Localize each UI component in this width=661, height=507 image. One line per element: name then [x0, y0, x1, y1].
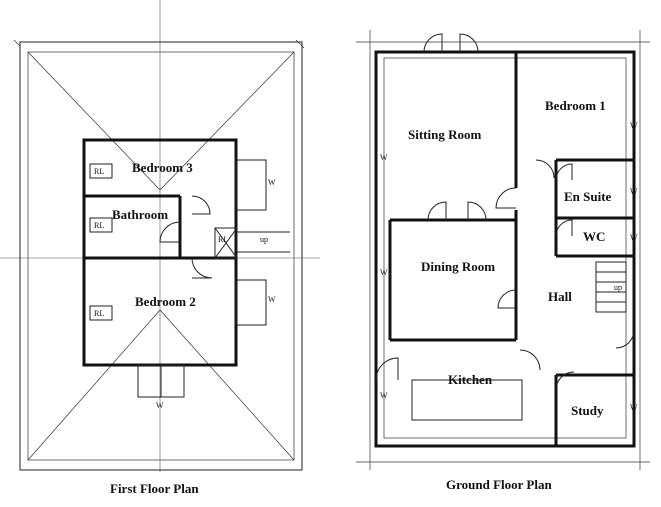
roof-corner-mark: [295, 39, 305, 49]
door-study: [555, 371, 575, 391]
window-label: W: [630, 121, 638, 130]
roof-outline: [19, 41, 303, 471]
ground-floor-inner-wall-line: [383, 57, 627, 439]
roof-inner-outline: [27, 51, 295, 461]
first-floor-caption: First Floor Plan: [110, 481, 199, 496]
window-label: W: [156, 401, 164, 410]
door-ensuite: [555, 163, 573, 181]
room-label-bathroom: Bathroom: [112, 207, 168, 222]
room-label-en-suite: En Suite: [564, 189, 612, 204]
door-wc: [555, 219, 573, 237]
kitchen-counter: [411, 379, 523, 421]
radiator-label-stair: RL: [218, 235, 228, 244]
room-label-bedroom1: Bedroom 1: [545, 98, 606, 113]
door-dining-room: [497, 289, 517, 309]
french-door-right: [459, 33, 479, 53]
double-door-right: [467, 201, 487, 221]
room-label-kitchen: Kitchen: [448, 372, 493, 387]
door-front: [615, 329, 635, 349]
stair-landing: [214, 227, 238, 259]
window-label: W: [380, 153, 388, 162]
window-label: W: [630, 187, 638, 196]
stair-up-label: up: [260, 235, 268, 244]
stairs: [595, 261, 627, 313]
ground-floor-caption: Ground Floor Plan: [446, 477, 552, 492]
radiator-label: RL: [94, 221, 104, 230]
door-swing-bedroom2: [191, 257, 213, 279]
french-door-left: [423, 33, 443, 53]
window-bay-bedroom3: [235, 159, 267, 211]
room-label-bedroom2: Bedroom 2: [135, 294, 196, 309]
roof-hip-line: [159, 309, 295, 461]
caption-background: [434, 468, 584, 498]
window-label: W: [380, 391, 388, 400]
radiator-bedroom3: [89, 163, 113, 179]
radiator-label: RL: [94, 309, 104, 318]
window-label: W: [268, 295, 276, 304]
double-door-left: [427, 201, 447, 221]
room-label-dining-room: Dining Room: [421, 259, 495, 274]
room-label-study: Study: [571, 403, 604, 418]
roof-hip-line: [159, 51, 295, 191]
room-label-sitting-room: Sitting Room: [408, 127, 481, 142]
door-kitchen: [519, 349, 541, 371]
roof-corner-mark: [13, 39, 21, 47]
door-swing-bedroom3: [191, 195, 211, 215]
room-label-bedroom3: Bedroom 3: [132, 160, 193, 175]
radiator-bedroom2: [89, 305, 113, 321]
window-bay-bedroom2: [235, 279, 267, 326]
roof-hip-line: [27, 309, 161, 461]
ground-floor-outer-wall: [374, 50, 636, 448]
stair-cross: [214, 227, 238, 259]
door-sitting-room: [495, 187, 517, 209]
door-kitchen-back: [375, 357, 399, 381]
roof-hip-line: [27, 51, 161, 191]
door-swing-bathroom: [159, 221, 181, 243]
caption-background: [104, 472, 224, 502]
door-bedroom1: [535, 159, 555, 179]
radiator-label: RL: [94, 167, 104, 176]
room-label-hall: Hall: [548, 289, 572, 304]
stair-up-label: up: [614, 283, 622, 292]
window-label: W: [630, 403, 638, 412]
radiator-bathroom: [89, 217, 113, 233]
window-label: W: [630, 233, 638, 242]
window-label: W: [268, 178, 276, 187]
first-floor-plan: RL RL RL RL W W W up Bedroom 3 Bathroom …: [0, 0, 320, 502]
ground-floor-plan: up W W W W W W W Sitting Room Bedroom 1 …: [356, 30, 650, 498]
window-label: W: [380, 268, 388, 277]
room-label-wc: WC: [583, 229, 605, 244]
